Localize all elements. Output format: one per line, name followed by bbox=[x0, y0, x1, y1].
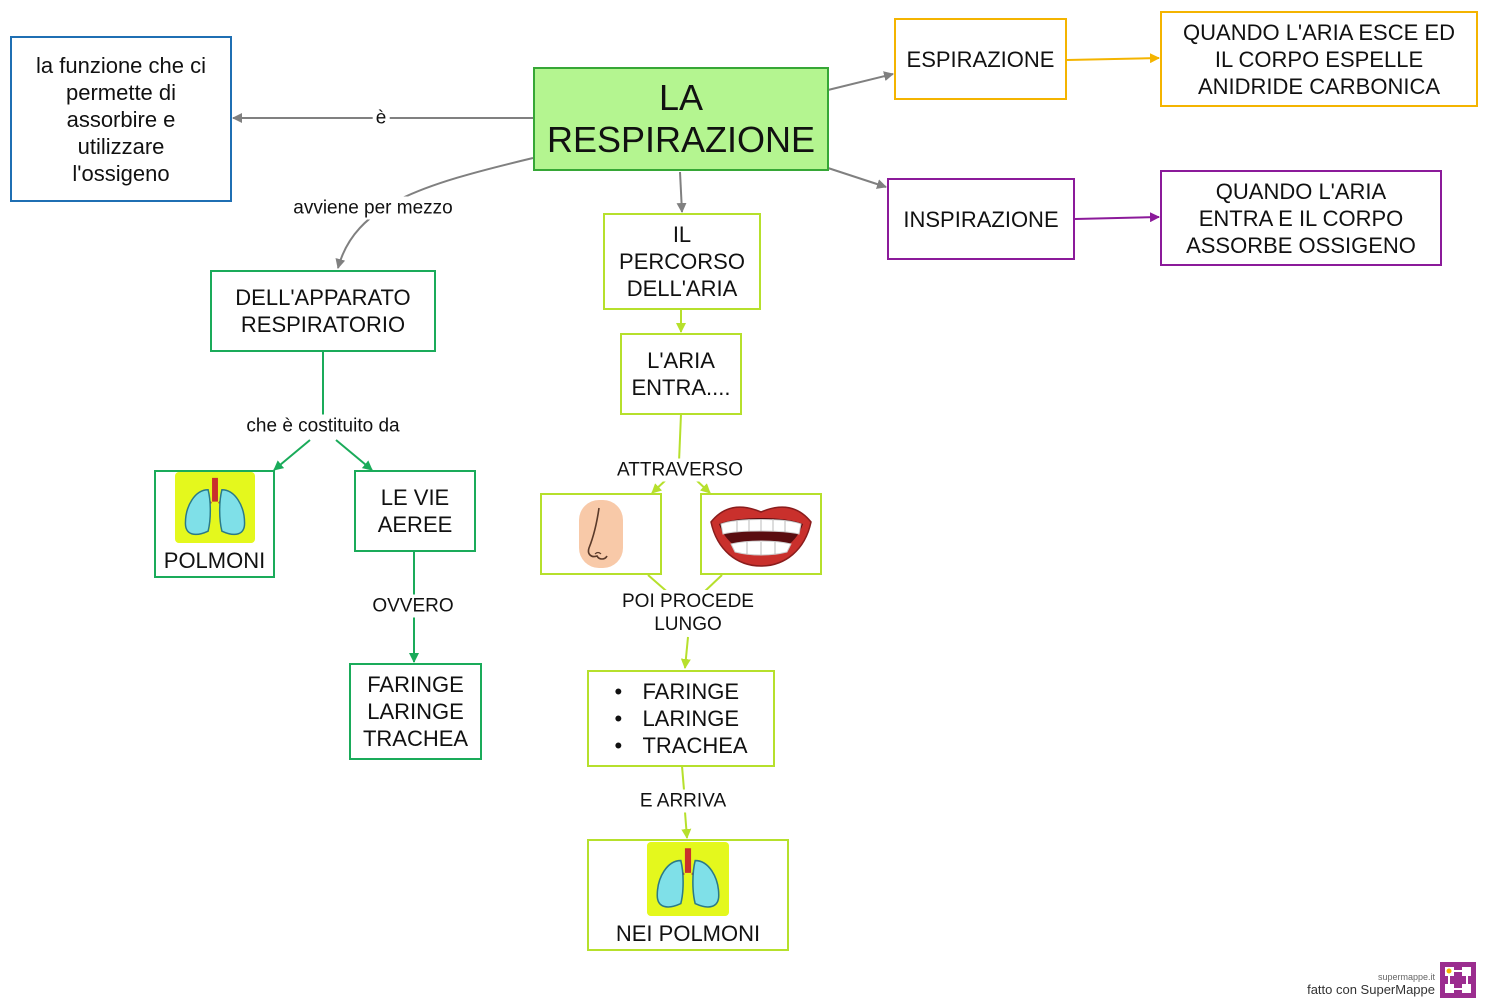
node-vie-line-1: LE VIE bbox=[380, 485, 450, 510]
node-espirazione-def[interactable]: QUANDO L'ARIA ESCE ED IL CORPO ESPELLE A… bbox=[1160, 11, 1478, 107]
node-entra-line-1: L'ARIA bbox=[647, 348, 715, 373]
node-percorso-line-2: PERCORSO bbox=[619, 249, 745, 274]
node-main-line-2: RESPIRAZIONE bbox=[546, 119, 816, 160]
list-item: • FARINGE bbox=[614, 678, 747, 705]
node-faringe-left-line-2: LARINGE bbox=[367, 699, 464, 724]
list-item: • TRACHEA bbox=[614, 732, 747, 759]
list-item: • LARINGE bbox=[614, 705, 747, 732]
node-percorso-line-3: DELL'ARIA bbox=[626, 276, 738, 301]
footer-credit: supermappe.it fatto con SuperMappe bbox=[1285, 972, 1435, 997]
label-avviene: avviene per mezzo bbox=[290, 196, 456, 220]
node-apparato-line-2: RESPIRATORIO bbox=[240, 312, 406, 337]
node-nei-polmoni[interactable]: NEI POLMONI bbox=[587, 839, 789, 951]
bullet-mark: • bbox=[614, 679, 623, 704]
nose-icon bbox=[579, 500, 623, 568]
link-inspirazione-def bbox=[1074, 212, 1160, 223]
node-nei-polmoni-label: NEI POLMONI bbox=[615, 921, 761, 946]
link-mouth-procede bbox=[703, 574, 723, 593]
footer-site: supermappe.it bbox=[1377, 972, 1435, 982]
node-faringe-laringe-trachea[interactable]: FARINGE LARINGE TRACHEA bbox=[349, 663, 482, 760]
link-main-percorso bbox=[676, 171, 687, 213]
node-funzione-line-5: l'ossigeno bbox=[72, 160, 170, 186]
label-poi-procede-line-2: LUNGO bbox=[654, 614, 722, 635]
link-list-arriva bbox=[681, 765, 685, 791]
lungs-icon bbox=[174, 472, 255, 543]
node-polmoni-label: POLMONI bbox=[163, 548, 266, 573]
link-espirazione-def bbox=[1066, 53, 1160, 64]
bullet-mark: • bbox=[614, 706, 623, 731]
list-item-trachea: TRACHEA bbox=[642, 733, 748, 758]
node-apparato-line-1: DELL'APPARATO bbox=[235, 285, 411, 310]
node-entra-line-2: ENTRA.... bbox=[631, 375, 731, 400]
link-arriva-polmoni bbox=[681, 811, 692, 839]
link-to-polmoni bbox=[273, 439, 311, 471]
node-funzione-line-3: assorbire e bbox=[66, 106, 176, 132]
node-espdef-line-1: QUANDO L'ARIA ESCE ED bbox=[1183, 19, 1455, 45]
node-main-line-1: LA bbox=[658, 77, 704, 118]
list-item-faringe: FARINGE bbox=[642, 679, 740, 704]
supermappe-logo-icon bbox=[1440, 962, 1476, 998]
node-funzione-line-2: permette di bbox=[65, 79, 177, 105]
footer-credit-text: fatto con SuperMappe bbox=[1307, 982, 1435, 997]
node-inspdef-line-3: ASSORBE OSSIGENO bbox=[1186, 232, 1416, 258]
label-poi-procede: POI PROCEDE LUNGO bbox=[619, 590, 757, 636]
label-poi-procede-line-1: POI PROCEDE bbox=[622, 591, 754, 612]
node-faringe-left-line-1: FARINGE bbox=[367, 672, 464, 697]
link-procede-list bbox=[680, 636, 691, 669]
label-ovvero: OVVERO bbox=[369, 594, 457, 618]
mouth-icon bbox=[710, 506, 812, 567]
node-funzione[interactable]: la funzione che ci permette di assorbire… bbox=[10, 36, 232, 202]
node-funzione-line-1: la funzione che ci bbox=[36, 52, 206, 78]
node-espdef-line-3: ANIDRIDE CARBONICA bbox=[1197, 73, 1441, 99]
node-inspirazione-label: INSPIRAZIONE bbox=[903, 206, 1059, 232]
label-e: è bbox=[372, 106, 390, 130]
node-inspdef-line-2: ENTRA E IL CORPO bbox=[1198, 205, 1404, 231]
link-entra-attraverso bbox=[678, 413, 682, 463]
node-la-respirazione[interactable]: LA RESPIRAZIONE bbox=[533, 67, 829, 171]
node-espirazione-label: ESPIRAZIONE bbox=[906, 46, 1055, 72]
link-main-inspirazione bbox=[827, 167, 887, 189]
node-bocca[interactable] bbox=[700, 493, 822, 575]
node-inspirazione-def[interactable]: QUANDO L'ARIA ENTRA E IL CORPO ASSORBE O… bbox=[1160, 170, 1442, 266]
node-faringe-left-line-3: TRACHEA bbox=[362, 726, 469, 751]
link-main-espirazione bbox=[827, 71, 894, 91]
node-inspdef-line-1: QUANDO L'ARIA bbox=[1215, 178, 1387, 204]
lungs-icon bbox=[647, 842, 729, 916]
list-item-laringe: LARINGE bbox=[642, 706, 740, 731]
link-to-vie bbox=[335, 439, 373, 471]
bullet-list: • FARINGE • LARINGE • TRACHEA bbox=[614, 678, 747, 759]
node-apparato-respiratorio[interactable]: DELL'APPARATO RESPIRATORIO bbox=[210, 270, 436, 352]
label-costituito: che è costituito da bbox=[243, 414, 403, 438]
node-percorso-line-1: IL bbox=[672, 222, 692, 247]
node-espdef-line-2: IL CORPO ESPELLE bbox=[1214, 46, 1424, 72]
node-vie-aeree[interactable]: LE VIE AEREE bbox=[354, 470, 476, 552]
bullet-mark: • bbox=[614, 733, 623, 758]
node-espirazione[interactable]: ESPIRAZIONE bbox=[894, 18, 1067, 100]
node-polmoni[interactable]: POLMONI bbox=[154, 470, 275, 578]
label-attraverso: ATTRAVERSO bbox=[614, 458, 746, 482]
node-funzione-line-4: utilizzare bbox=[77, 133, 165, 159]
node-naso[interactable] bbox=[540, 493, 662, 575]
node-percorso-aria[interactable]: IL PERCORSO DELL'ARIA bbox=[603, 213, 761, 310]
node-vie-line-2: AEREE bbox=[377, 512, 453, 537]
node-aria-entra[interactable]: L'ARIA ENTRA.... bbox=[620, 333, 742, 415]
node-inspirazione[interactable]: INSPIRAZIONE bbox=[887, 178, 1075, 260]
label-e-arriva: E ARRIVA bbox=[636, 789, 730, 813]
node-faringe-list[interactable]: • FARINGE • LARINGE • TRACHEA bbox=[587, 670, 775, 767]
